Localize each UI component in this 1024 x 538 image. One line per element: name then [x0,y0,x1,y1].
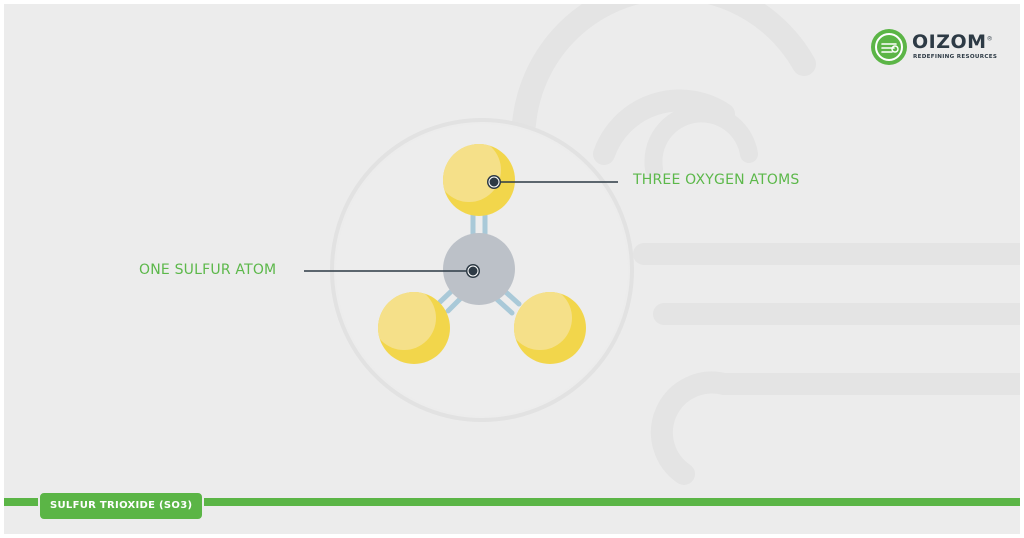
brand-logo-group[interactable]: OIZOM® REDEFINING RESOURCES [870,26,1010,70]
brand-tagline: REDEFINING RESOURCES [913,54,998,60]
deco-arc-small [644,104,758,178]
footer-title-badge: SULFUR TRIOXIDE (SO3) [38,491,205,521]
deco-curl-bottom [650,371,1020,485]
background-decoration [512,4,1020,485]
canvas: OIZOM® REDEFINING RESOURCES [4,4,1020,534]
pointer-oxygen [487,175,618,189]
pointer-sulfur [304,264,480,278]
so3-molecule-diagram [304,118,634,422]
oizom-logo-icon [871,29,907,65]
deco-arc-large [512,4,816,136]
footer-divider [4,498,1020,506]
label-sulfur-atom: ONE SULFUR ATOM [139,262,277,278]
label-oxygen-atoms: THREE OXYGEN ATOMS [633,172,800,188]
brand-name: OIZOM® [912,31,994,53]
